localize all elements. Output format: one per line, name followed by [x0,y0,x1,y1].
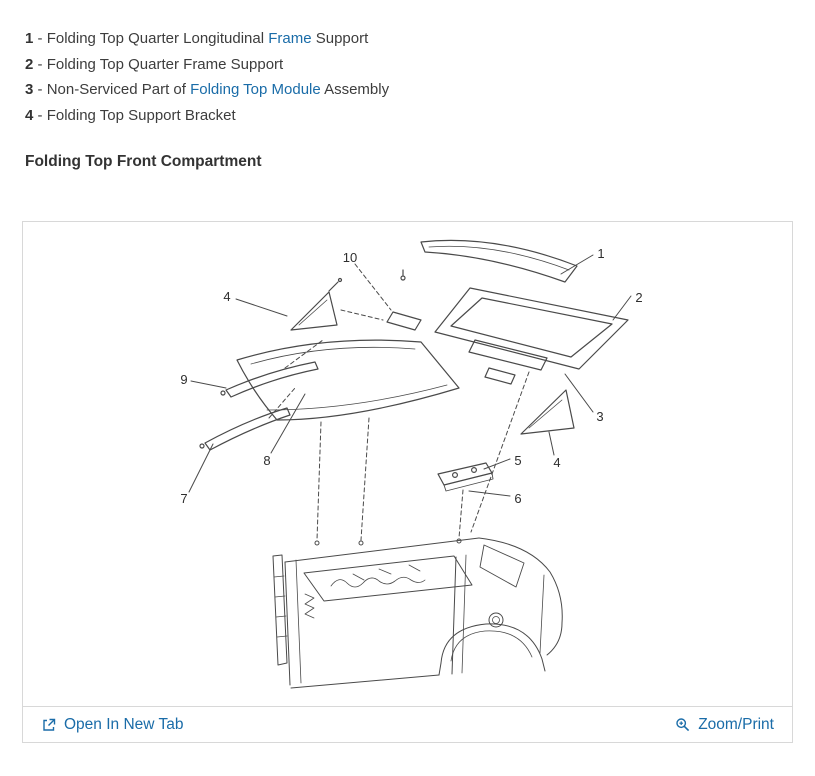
callout-4-left: 4 [223,289,230,304]
part-line-1: 1 - Folding Top Quarter Longitudinal Fra… [25,26,815,52]
separator: - [33,30,47,47]
callout-6: 6 [514,491,521,506]
part-text: Folding Top Quarter Frame Support [46,55,284,73]
part-2-quarter-frame [434,287,629,370]
part-4-right-seal [520,389,575,435]
part-3-module-parts [468,339,548,385]
callout-4-right: 4 [553,455,560,470]
open-in-new-tab-icon [43,718,56,731]
assembly-dashed-lines [268,263,530,541]
callout-9: 9 [180,372,187,387]
open-in-new-tab-label: Open In New Tab [64,715,184,733]
part-line-4: 4 - Folding Top Support Bracket [25,103,815,129]
callout-leader-lines [188,254,632,497]
separator: - [33,106,47,124]
part-text: Folding Top Quarter Longitudinal [46,30,269,47]
callout-5: 5 [514,453,521,468]
part-8-roof-panel [236,339,460,421]
folding-top-module-link[interactable]: Folding Top Module [190,81,321,98]
part-7-strip [199,407,291,451]
separator: - [33,55,47,73]
parts-list: 1 - Folding Top Quarter Longitudinal Fra… [0,0,815,128]
part-line-2: 2 - Folding Top Quarter Frame Support [25,52,815,78]
zoom-print-label: Zoom/Print [698,715,774,733]
figure-box: 10 1 4 2 9 3 8 4 5 7 6 Open In New T [22,221,793,743]
callout-1: 1 [597,246,604,261]
figure-footer: Open In New Tab Zoom/Print [23,706,792,742]
part-10-bracket [386,269,422,331]
part-number: 2 [25,55,34,73]
folding-top-parts-diagram: 10 1 4 2 9 3 8 4 5 7 6 [180,239,643,689]
part-9-strip [220,361,319,398]
section-heading: Folding Top Front Compartment [25,153,262,170]
part-number: 3 [25,81,34,98]
part-text: Support [311,30,369,47]
separator: - [33,81,47,98]
callout-2: 2 [635,290,642,305]
part-text: Folding Top Support Bracket [46,106,236,124]
assembly-screws [314,538,462,546]
open-in-new-tab-link[interactable]: Open In New Tab [41,716,183,734]
part-5-6-support-bracket [437,462,494,492]
callout-10: 10 [343,250,357,265]
part-number: 1 [25,30,34,47]
part-line-3: 3 - Non-Serviced Part of Folding Top Mod… [25,77,815,103]
zoom-icon [676,717,690,731]
car-body-drawing [272,537,563,689]
part-number: 4 [25,106,34,124]
callout-7: 7 [180,491,187,506]
part-4-left-seal [290,277,343,331]
part-1-quarter-longitudinal-frame [420,239,578,283]
callout-labels: 10 1 4 2 9 3 8 4 5 7 6 [180,246,642,506]
part-text: Non-Serviced Part of [46,81,191,98]
frame-link[interactable]: Frame [268,30,312,47]
part-text: Assembly [320,81,390,98]
zoom-print-link[interactable]: Zoom/Print [675,716,774,734]
callout-3: 3 [596,409,603,424]
callout-8: 8 [263,453,270,468]
